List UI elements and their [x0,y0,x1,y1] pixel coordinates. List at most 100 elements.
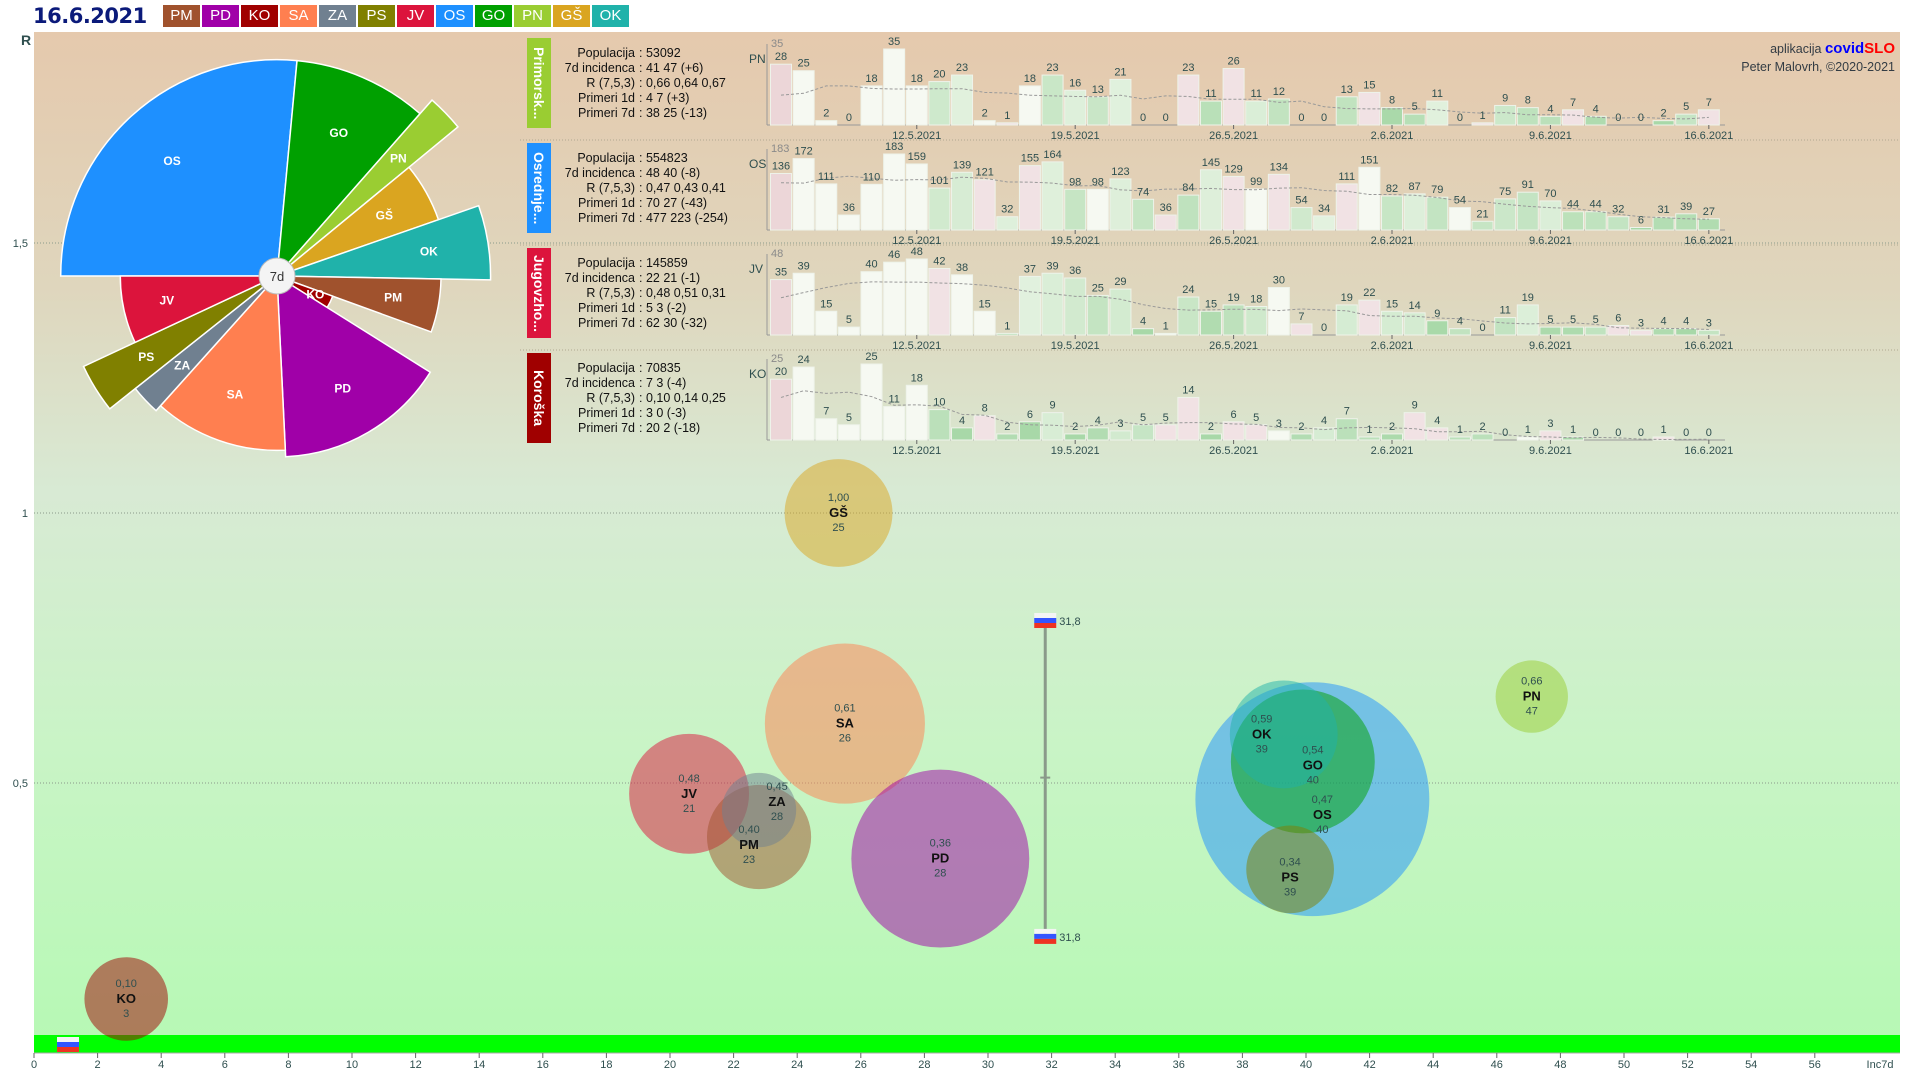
stat-label: Primeri 7d [578,316,635,330]
legend-badge-PM[interactable]: PM [163,5,200,27]
x-tick-label: 10 [346,1059,358,1071]
mini-bar-label: 13 [1341,84,1353,96]
mini-bar-label: 7 [1706,97,1712,109]
mini-bar [1607,325,1630,336]
legend-badge-ZA[interactable]: ZA [319,5,356,27]
flag-red [1034,938,1057,944]
mini-bar-label: 0 [1593,427,1599,439]
flag-white [1034,928,1057,934]
region-tab[interactable]: Primorsk... [527,38,551,128]
mini-date-label: 16.6.2021 [1684,130,1733,142]
legend-badge-PN[interactable]: PN [514,5,551,27]
x-tick-label: 28 [918,1059,930,1071]
mini-bar-label: 172 [794,146,812,158]
mini-date-label: 2.6.2021 [1371,340,1414,352]
mini-bar [1516,191,1539,231]
mini-bar-label: 7 [1570,97,1576,109]
mini-trend-line [780,175,1709,220]
mini-bar-label: 5 [1547,314,1553,326]
mini-bar [1313,427,1336,441]
mini-bar-label: 4 [1457,316,1463,328]
mini-bar [1177,74,1200,126]
y-tick-label: 1 [22,508,28,520]
mini-bar [1494,198,1517,231]
bubble-inc-label: 28 [934,868,946,880]
bubble-inc-label: 25 [832,522,844,534]
bubble-r-label: 0,59 [1251,713,1272,725]
mini-bar [883,48,906,126]
stat-row: 7d incidenca: 41 47 (+6) [555,61,726,76]
stat-value: : 0,48 0,51 0,31 [639,286,726,300]
mini-bar-label: 19 [1227,292,1239,304]
mini-bar [1132,198,1155,231]
stat-row: Primeri 1d: 4 7 (+3) [555,91,726,106]
mini-bar-label: 7 [1344,406,1350,418]
legend-badge-JV[interactable]: JV [397,5,434,27]
x-tick-label: 2 [95,1059,101,1071]
bubble-inc-label: 47 [1526,706,1538,718]
mini-bar-label: 1 [1163,320,1169,332]
mini-date-label: 16.6.2021 [1684,235,1733,247]
legend-badge-GŠ[interactable]: GŠ [553,5,590,27]
mini-bar [1132,328,1155,336]
bubble-inc-label: 26 [839,733,851,745]
stat-value: : 477 223 (-254) [639,211,728,225]
pie-wedge-PM [276,275,442,333]
mini-bar [1448,328,1471,336]
date-label: 16.6.2021 [33,4,147,28]
mini-bar-label: 34 [1318,203,1330,215]
bubble-GŠ [784,459,893,567]
mini-bar-label: 30 [1273,275,1285,287]
mini-bar [1494,104,1517,126]
mini-bar-label: 2 [1479,421,1485,433]
legend-badge-OS[interactable]: OS [436,5,473,27]
mini-bar [1426,196,1449,231]
bubble-inc-label: 3 [123,1008,129,1020]
mini-bar-label: 136 [772,161,790,173]
region-tab[interactable]: Jugovzho... [527,248,551,338]
bubble-circles [84,459,1568,1041]
legend-badge-PS[interactable]: PS [358,5,395,27]
x-tick-label: 56 [1809,1059,1821,1071]
mini-bar [928,187,951,231]
mini-bar [815,310,838,336]
x-tick-label: 50 [1618,1059,1630,1071]
bubble-inc-label: 40 [1307,774,1319,786]
legend-badge-OK[interactable]: OK [592,5,629,27]
bubble-inc-label: 39 [1284,886,1296,898]
mini-bar-label: 38 [956,262,968,274]
legend-badge-KO[interactable]: KO [241,5,278,27]
mini-bar [1154,424,1177,441]
bubble-r-label: 0,45 [766,781,787,793]
pie-label-SA: SA [227,387,244,401]
pie-wedge-OK [276,204,492,281]
x-tick-label: 34 [1109,1059,1121,1071]
legend-badge-PD[interactable]: PD [202,5,239,27]
legend-badge-GO[interactable]: GO [475,5,512,27]
bubble-labels: 1,00GŠ250,61SA260,48JV210,40PM230,45ZA28… [116,492,1543,1020]
region-tab[interactable]: Koroška [527,353,551,443]
mini-bar-label: 0 [1502,427,1508,439]
stat-label: Primeri 1d [578,91,635,105]
mini-bar [815,183,838,231]
mini-bar-label: 31 [1657,204,1669,216]
mini-bar-label: 70 [1544,188,1556,200]
legend-badge-SA[interactable]: SA [280,5,317,27]
mini-bar [951,427,974,441]
mini-bar-label: 21 [1476,208,1488,220]
x-tick-label: 4 [158,1059,164,1071]
bubble-PN [1495,660,1568,733]
mini-bar-label: 1 [1661,424,1667,436]
mini-bar [1358,436,1381,441]
mini-bar-label: 19 [1522,292,1534,304]
mini-bar-label: 46 [888,249,900,261]
stat-row: Primeri 7d: 477 223 (-254) [555,211,728,226]
mini-bar-label: 15 [820,298,832,310]
region-tab[interactable]: Osrednje... [527,143,551,233]
pie-wedge-PS [82,275,278,410]
mini-bar-label: 19 [1341,292,1353,304]
mini-bar-label: 0 [1479,322,1485,334]
mini-bar-label: 1 [1004,110,1010,122]
